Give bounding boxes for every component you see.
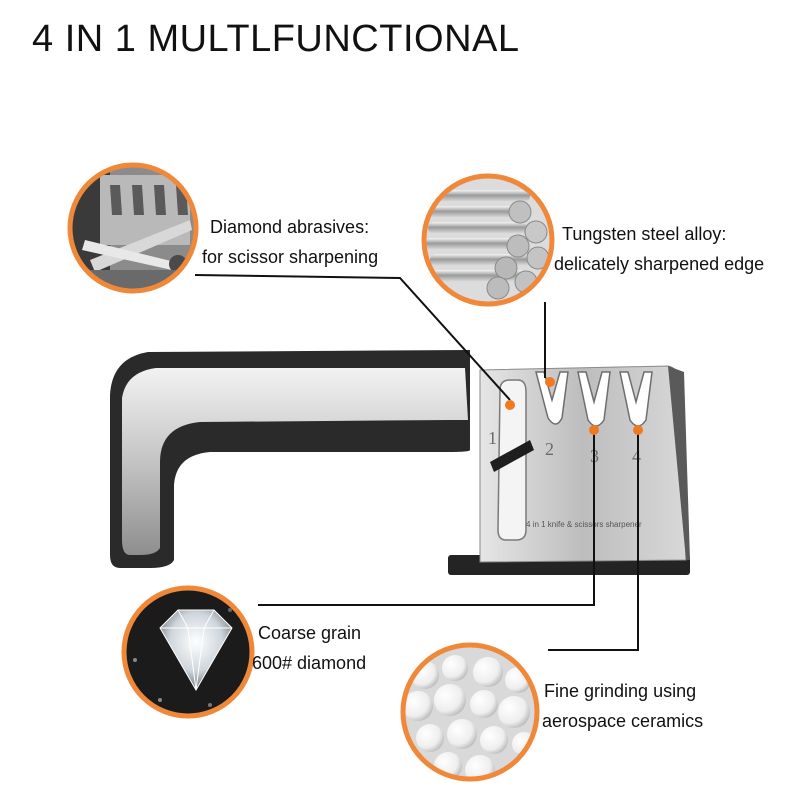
leader-line-scissor	[194, 274, 511, 401]
callout-ring-diamond	[121, 585, 255, 719]
slot-tungsten	[535, 371, 569, 425]
page-title: 4 IN 1 MULTLFUNCTIONAL	[32, 18, 520, 60]
slot-coarse	[577, 371, 611, 427]
callout-ceramic-line2: aerospace ceramics	[542, 711, 704, 731]
product-engraving: 4 in 1 knife & scissors sharpener	[526, 520, 642, 529]
callout-image-ceramic	[400, 642, 540, 782]
callout-ring-tungsten	[421, 173, 555, 307]
callout-label-scissor: Diamond abrasives: for scissor sharpenin…	[202, 212, 378, 272]
callout-ceramic-line1: Fine grinding using	[544, 681, 697, 701]
slot-ceramic	[619, 371, 653, 427]
sharpener-body: 1 2 3 4 4 in 1 knife & scissors sharpene…	[110, 350, 690, 575]
callout-tungsten-line1: Tungsten steel alloy:	[562, 224, 727, 244]
callout-coarse-line2: 600# diamond	[252, 653, 367, 673]
callout-ring-scissors	[67, 162, 199, 294]
leader-line-ceramic	[548, 432, 639, 651]
marker-tungsten	[545, 377, 555, 387]
marker-coarse	[589, 425, 599, 435]
slot-markers	[505, 377, 643, 435]
slot-number-1: 1	[488, 428, 497, 448]
callout-tungsten-line2: delicately sharpened edge	[554, 254, 765, 274]
callout-label-tungsten: Tungsten steel alloy: delicately sharpen…	[554, 219, 764, 279]
slot-number-2: 2	[545, 439, 554, 459]
callout-coarse-line1: Coarse grain	[258, 623, 362, 643]
callout-ring-ceramic	[400, 642, 540, 782]
callout-label-coarse: Coarse grain 600# diamond	[252, 618, 366, 678]
callout-image-diamond	[121, 585, 255, 719]
leader-lines	[194, 274, 639, 651]
leader-line-coarse	[258, 432, 595, 606]
marker-scissor	[505, 400, 515, 410]
marker-ceramic	[633, 425, 643, 435]
callout-image-scissors	[67, 162, 199, 294]
callout-image-tungsten	[421, 173, 555, 307]
callout-label-ceramic: Fine grinding using aerospace ceramics	[542, 676, 704, 736]
callout-scissor-line1: Diamond abrasives:	[210, 217, 370, 237]
callout-scissor-line2: for scissor sharpening	[202, 247, 379, 267]
slot-number-4: 4	[632, 446, 641, 466]
